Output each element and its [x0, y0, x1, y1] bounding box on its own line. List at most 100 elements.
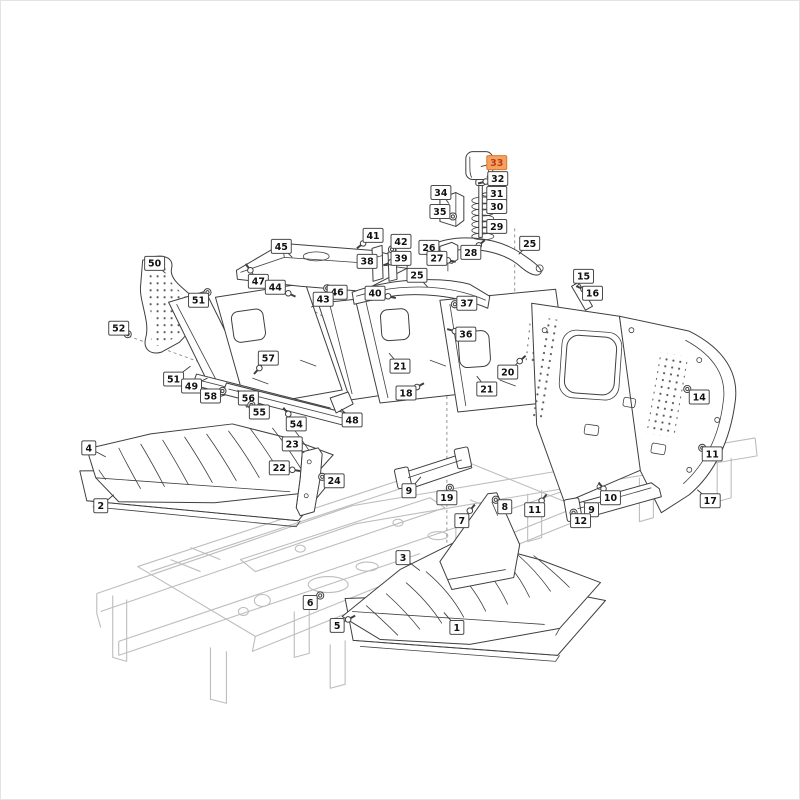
part-label-33: 33 — [480, 155, 508, 171]
label-number: 39 — [394, 254, 407, 265]
label-number: 21 — [393, 361, 406, 372]
label-number: 21 — [480, 384, 493, 395]
label-box — [454, 513, 470, 529]
label-number: 14 — [693, 392, 707, 403]
part-label-43: 43 — [310, 291, 334, 308]
corner-bracket-48 — [329, 391, 354, 414]
label-box — [362, 227, 384, 243]
label-number: 26 — [422, 243, 436, 254]
part-label-39: 39 — [383, 250, 412, 267]
label-box — [497, 364, 519, 380]
label-number: 42 — [394, 237, 407, 248]
label-number: 49 — [185, 381, 198, 392]
label-number: 40 — [368, 289, 382, 300]
label-number: 23 — [286, 439, 299, 450]
label-number: 28 — [464, 248, 477, 259]
label-number: 3 — [400, 553, 407, 564]
label-number: 11 — [528, 505, 541, 516]
part-label-57: 57 — [253, 350, 279, 375]
part-label-45: 45 — [270, 238, 293, 258]
part-label-54: 54 — [282, 407, 307, 432]
label-number: 1 — [454, 623, 461, 634]
label-box — [395, 385, 417, 401]
highlighted-label-box — [486, 155, 508, 171]
label-number: 32 — [491, 174, 504, 185]
label-number: 16 — [586, 289, 600, 300]
label-number: 55 — [253, 407, 266, 418]
label-number: 51 — [192, 296, 205, 307]
label-box — [285, 416, 307, 432]
label-box — [270, 238, 292, 254]
part-label-24: 24 — [318, 472, 345, 489]
label-number: 33 — [490, 158, 503, 169]
part-label-19: 19 — [436, 483, 458, 506]
label-box — [456, 295, 478, 311]
part-label-12: 12 — [569, 508, 592, 529]
part-label-5: 5 — [329, 614, 356, 633]
label-box — [389, 358, 411, 374]
label-number: 9 — [588, 505, 595, 516]
label-number: 4 — [85, 443, 92, 454]
part-label-37: 37 — [450, 295, 478, 311]
part-label-14: 14 — [683, 384, 710, 405]
part-label-25: 25 — [406, 267, 429, 288]
label-number: 51 — [167, 374, 180, 385]
label-box — [257, 350, 279, 366]
part-label-17: 17 — [696, 489, 721, 509]
label-number: 17 — [704, 496, 717, 507]
label-box — [701, 446, 723, 462]
label-number: 58 — [204, 391, 217, 402]
part-label-34: 34 — [430, 185, 452, 204]
label-box — [329, 617, 345, 633]
label-box — [341, 412, 363, 428]
label-number: 36 — [459, 330, 473, 341]
label-box — [497, 499, 513, 515]
label-number: 43 — [317, 295, 330, 306]
label-number: 20 — [501, 367, 515, 378]
label-number: 15 — [577, 272, 590, 283]
part-label-56: 56 — [237, 389, 259, 406]
part-label-38: 38 — [356, 253, 378, 269]
label-box — [406, 267, 428, 283]
part-label-15: 15 — [573, 268, 595, 288]
part-label-18: 18 — [395, 382, 425, 401]
footrest-plate-left — [86, 423, 334, 504]
part-label-36: 36 — [446, 326, 477, 342]
label-number: 2 — [97, 501, 104, 512]
label-box — [573, 268, 595, 284]
label-box — [356, 253, 378, 269]
part-label-9: 9 — [401, 476, 422, 499]
label-box — [688, 389, 710, 405]
label-box — [181, 378, 202, 394]
label-box — [323, 473, 345, 489]
label-number: 6 — [307, 598, 314, 609]
label-box — [582, 285, 603, 301]
part-label-28: 28 — [460, 239, 486, 260]
part-label-35: 35 — [429, 203, 457, 221]
label-box — [264, 279, 286, 295]
label-number: 57 — [262, 353, 275, 364]
label-number: 44 — [269, 283, 283, 294]
label-box — [599, 490, 621, 506]
label-box — [144, 255, 166, 271]
label-box — [699, 493, 721, 509]
label-box — [486, 199, 508, 214]
label-number: 34 — [434, 188, 448, 199]
label-box — [248, 404, 270, 420]
label-number: 31 — [490, 189, 503, 200]
label-number: 5 — [334, 621, 341, 632]
part-label-11: 11 — [524, 493, 548, 518]
label-number: 25 — [523, 239, 536, 250]
label-box — [401, 483, 417, 499]
part-label-10: 10 — [597, 481, 621, 506]
part-label-41: 41 — [356, 227, 384, 250]
part-label-29: 29 — [486, 218, 508, 234]
label-box — [108, 320, 130, 336]
part-label-52: 52 — [108, 320, 132, 339]
label-number: 9 — [406, 486, 413, 497]
part-label-48: 48 — [340, 408, 363, 428]
label-box — [519, 235, 541, 251]
label-box — [460, 244, 482, 260]
label-number: 8 — [501, 502, 508, 513]
